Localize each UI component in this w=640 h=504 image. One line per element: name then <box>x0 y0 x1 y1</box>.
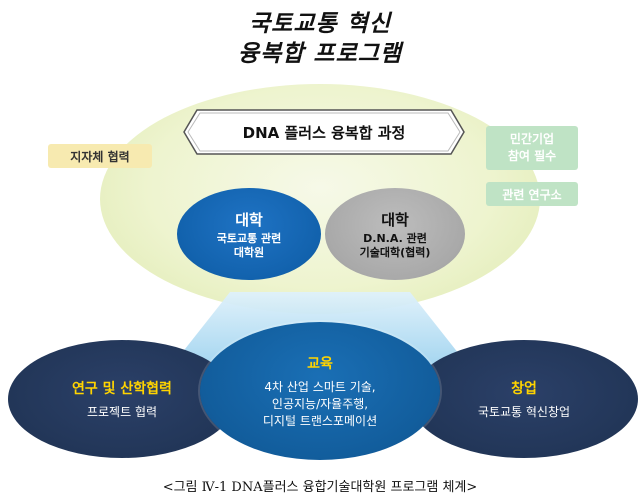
education-ellipse: 교육 4차 산업 스마트 기술, 인공지능/자율주행, 디지털 트랜스포메이션 <box>200 322 440 460</box>
university-circle-transport: 대학 국토교통 관련 대학원 <box>177 188 321 280</box>
university-line1: 국토교통 관련 <box>216 231 282 245</box>
startup-text: 국토교통 혁신창업 <box>477 404 571 419</box>
research-cooperation-text: 프로젝트 협력 <box>86 404 158 419</box>
private-company-tag: 민간기업 참여 필수 <box>486 126 578 170</box>
research-cooperation-ellipse: 연구 및 산학협력 프로젝트 협력 <box>8 340 236 458</box>
university-line2: 기술대학(협력) <box>359 245 431 259</box>
dna-banner-shape <box>183 109 465 155</box>
dna-banner-label: DNA 플러스 융복합 과정 <box>242 123 406 142</box>
figure-caption: <그림 Ⅳ-1 DNA플러스 융합기술대학원 프로그램 체계> <box>162 480 478 495</box>
education-head: 교육 <box>307 355 333 372</box>
university-head: 대학 <box>381 210 409 229</box>
education-line1: 4차 산업 스마트 기술, <box>264 379 376 394</box>
university-line2: 대학원 <box>233 245 265 259</box>
startup-head: 창업 <box>511 380 537 397</box>
private-company-tag-line1: 민간기업 <box>509 132 555 146</box>
university-head: 대학 <box>235 210 263 229</box>
university-circle-dna: 대학 D.N.A. 관련 기술대학(협력) <box>325 188 465 280</box>
research-cooperation-head: 연구 및 산학협력 <box>72 380 172 397</box>
research-institute-tag: 관련 연구소 <box>486 182 578 206</box>
education-line2: 인공지능/자율주행, <box>271 396 369 411</box>
title-line-2: 융복합 프로그램 <box>237 41 403 67</box>
private-company-tag-line2: 참여 필수 <box>507 149 557 163</box>
education-line3: 디지털 트랜스포메이션 <box>262 413 378 428</box>
university-line1: D.N.A. 관련 <box>363 231 427 245</box>
title-line-1: 국토교통 혁신 <box>249 11 391 37</box>
startup-ellipse: 창업 국토교통 혁신창업 <box>410 340 638 458</box>
local-govt-tag: 지자체 협력 <box>48 144 152 168</box>
